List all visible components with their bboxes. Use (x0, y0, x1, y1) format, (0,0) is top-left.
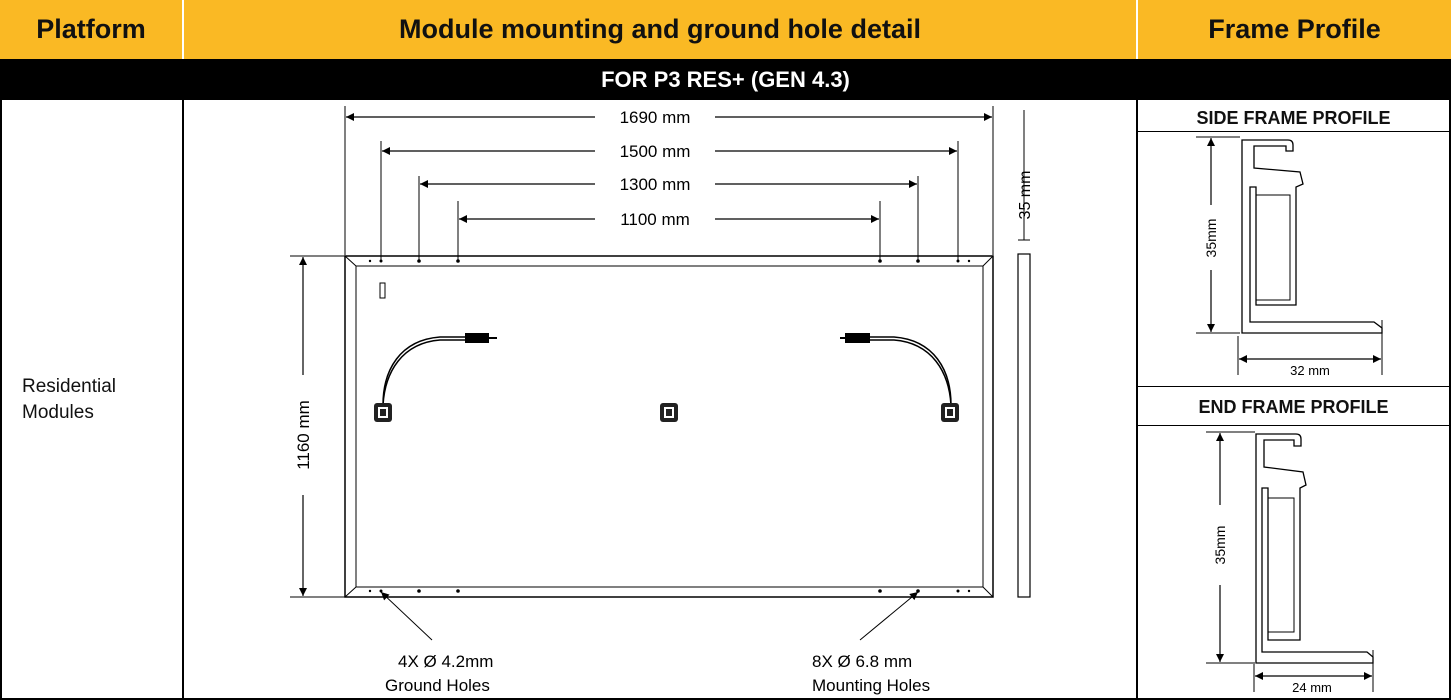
platform-line1: Residential (22, 376, 116, 397)
holes-bottom (368, 589, 971, 593)
connector-right (840, 333, 870, 343)
divider-side-title (1138, 131, 1449, 132)
junction-box-left (374, 403, 392, 422)
dim-1690-label: 1690 mm (620, 108, 691, 127)
side-height-label: 35mm (1203, 219, 1219, 258)
border-col2 (1136, 100, 1138, 700)
dim-1300-label: 1300 mm (620, 175, 691, 194)
side-width-label: 32 mm (1290, 363, 1330, 378)
end-frame-profile-title: END FRAME PROFILE (1198, 397, 1389, 417)
dimension-lines (299, 113, 992, 596)
side-frame-profile-drawing: 35mm 32 mm (1196, 136, 1383, 378)
connector-left (465, 333, 497, 343)
header-module-detail: Module mounting and ground hole detail (184, 0, 1136, 59)
mounting-holes-label: Mounting Holes (812, 676, 930, 695)
platform-label: Residential Modules (22, 374, 172, 426)
border-left (0, 100, 2, 700)
end-width-label: 24 mm (1292, 680, 1332, 695)
platform-line2: Modules (22, 402, 94, 423)
dim-thickness-label: 35 mm (1017, 171, 1034, 220)
dim-1100-label: 1100 mm (620, 210, 690, 229)
junction-box-right (941, 403, 959, 422)
side-frame-profile-title: SIDE FRAME PROFILE (1196, 108, 1391, 128)
thickness-marks (1018, 110, 1030, 241)
end-frame-profile-drawing: 35mm 24 mm (1206, 431, 1374, 695)
label-slot (379, 282, 386, 299)
module-frame-outer (344, 255, 994, 598)
ground-holes-label: Ground Holes (385, 676, 490, 695)
module-frame-inner (355, 265, 984, 588)
ground-holes-spec: 4X Ø 4.2mm (398, 652, 493, 671)
end-height-label: 35mm (1212, 526, 1228, 565)
dim-height-label: 1160 mm (294, 400, 313, 470)
header-platform: Platform (0, 0, 182, 59)
dim-1500-label: 1500 mm (620, 142, 691, 161)
divider-end-title (1138, 425, 1449, 426)
mounting-holes-spec: 8X Ø 6.8 mm (812, 652, 912, 671)
cables (382, 336, 952, 406)
frame-corners (344, 255, 994, 598)
border-bottom (0, 698, 1451, 700)
extension-lines (290, 106, 994, 598)
junction-box-center (660, 403, 678, 422)
header-frame-profile: Frame Profile (1138, 0, 1451, 59)
leader-lines (380, 591, 919, 641)
divider-profiles (1138, 386, 1449, 387)
holes-top (368, 259, 971, 263)
border-right (1449, 100, 1451, 700)
model-band: FOR P3 RES+ (GEN 4.3) (0, 59, 1451, 100)
border-col1 (182, 100, 184, 700)
module-side-view (1017, 253, 1031, 598)
